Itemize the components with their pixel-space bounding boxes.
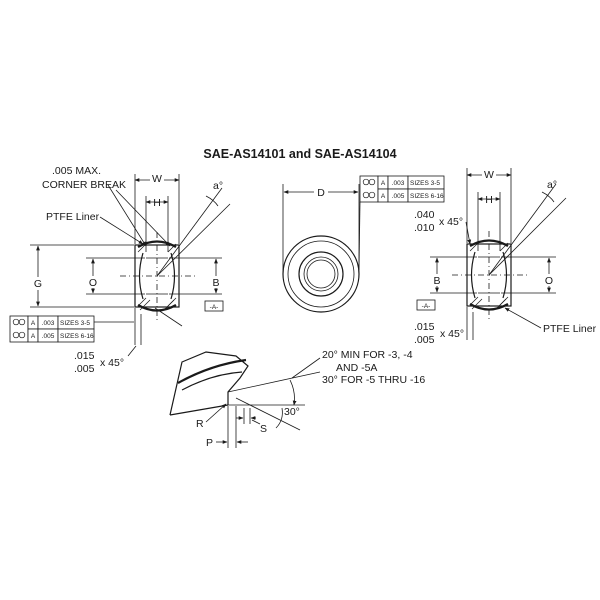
dim-a-left: a° (213, 180, 223, 192)
right-hatching (469, 242, 509, 310)
frame-center-r1-datum: A (381, 180, 386, 187)
dim-s: S (260, 423, 267, 435)
dim-b-left: B (212, 277, 219, 289)
frame-center-r2-datum: A (381, 193, 386, 200)
dim-r: R (196, 418, 204, 430)
frame-left-r1-sizes: SIZES 3-5 (60, 320, 90, 327)
angle-30-label: 30° (284, 406, 300, 418)
frame-center-r1-value: .003 (392, 180, 405, 187)
chamfer-left-2: .005 (74, 363, 95, 375)
chamfer-left-x: x 45° (100, 357, 124, 369)
datum-a-right: -A- (422, 303, 431, 310)
frame-left-r2-sizes: SIZES 6-16 (60, 333, 94, 340)
dim-w-right: W (484, 169, 494, 181)
chamfer-right-top-1: .040 (414, 209, 435, 221)
dim-a-right: a° (547, 179, 557, 191)
dim-o-right: O (545, 275, 553, 287)
frame-left-r1-datum: A (31, 320, 36, 327)
chamfer-right-top-2: .010 (414, 222, 435, 234)
frame-center-r1-sizes: SIZES 3-5 (410, 180, 440, 187)
frame-left-r1-value: .003 (42, 320, 55, 327)
dim-h-right: H (485, 194, 493, 206)
chamfer-left-1: .015 (74, 350, 95, 362)
tolerance-frame-center (359, 175, 445, 203)
frame-left-r2-datum: A (31, 333, 36, 340)
corner-break-line1: .005 MAX. (52, 165, 101, 177)
chamfer-right-bot-2: .005 (414, 334, 435, 346)
left-bearing-section: W H G O B -A- a° .005 MAX. CORN (9, 165, 231, 375)
dim-p: P (206, 437, 213, 449)
dim-g: G (34, 278, 42, 290)
drawing-title: SAE-AS14101 and SAE-AS14104 (203, 147, 396, 161)
detail-liner (177, 358, 247, 384)
frame-center-r2-value: .005 (392, 193, 405, 200)
dim-o-left: O (89, 277, 97, 289)
dim-w-left: W (152, 173, 162, 185)
center-front-view: D A .003 SIZES 3-5 A .005 SIZES 6-16 (282, 175, 445, 313)
tolerance-frame-left (9, 315, 95, 343)
detail-view: 20° MIN FOR -3, -4 AND -5A 30° FOR -5 TH… (169, 349, 425, 449)
dim-h-left: H (153, 197, 161, 209)
ptfe-liner-right-label: PTFE Liner (543, 323, 597, 335)
chamfer-right-top-x: x 45° (439, 216, 463, 228)
min-angle-line2: AND -5A (336, 362, 377, 374)
min-angle-line1: 20° MIN FOR -3, -4 (322, 349, 413, 361)
ptfe-liner-left-label: PTFE Liner (46, 211, 100, 223)
datum-a-left: -A- (210, 304, 219, 311)
frame-left-r2-value: .005 (42, 333, 55, 340)
right-bearing-section: W H B O -A- a° .040 .010 x 45° . (414, 167, 597, 346)
dim-b-right: B (433, 275, 440, 287)
chamfer-right-bot-x: x 45° (440, 328, 464, 340)
corner-break-line2: CORNER BREAK (42, 179, 126, 191)
dim-d: D (317, 187, 325, 199)
chamfer-right-bot-1: .015 (414, 321, 435, 333)
frame-center-r2-sizes: SIZES 6-16 (410, 193, 444, 200)
min-angle-line3: 30° FOR -5 THRU -16 (322, 374, 425, 386)
